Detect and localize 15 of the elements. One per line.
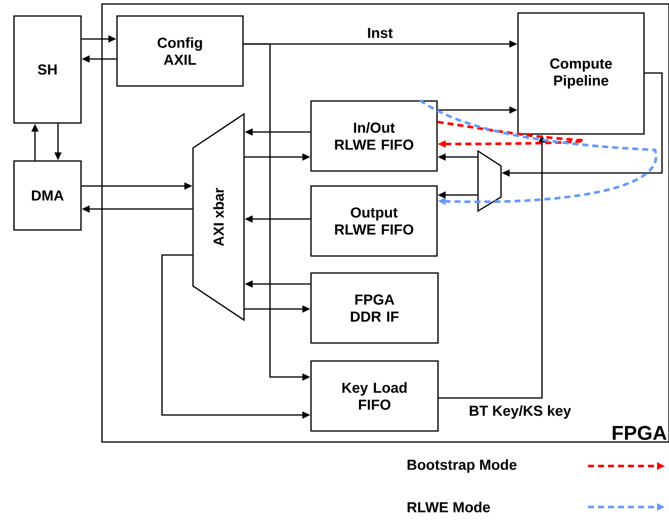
legend-label: RLWE Mode [408,502,490,512]
dashed-loop-arrow [419,99,657,206]
edge-label: Inst [366,26,394,40]
legend-label: Bootstrap Mode [408,459,517,473]
block-box: Output RLWE FIFO [310,185,438,257]
edge-label: BT Key/KS key [468,404,572,420]
block-box: SH [13,15,82,124]
block-box: Key Load FIFO [310,360,439,432]
block-box: In/Out RLWE FIFO [310,100,438,172]
block-box: DMA [13,160,82,231]
crossbar-trapezoid: AXI xbar [192,112,245,322]
block-box: FPGA DDR IF [310,272,439,344]
block-box: Config AXIL [116,15,244,87]
dashed-loop-arrow [437,120,584,148]
block-box: Compute Pipeline [517,12,645,135]
